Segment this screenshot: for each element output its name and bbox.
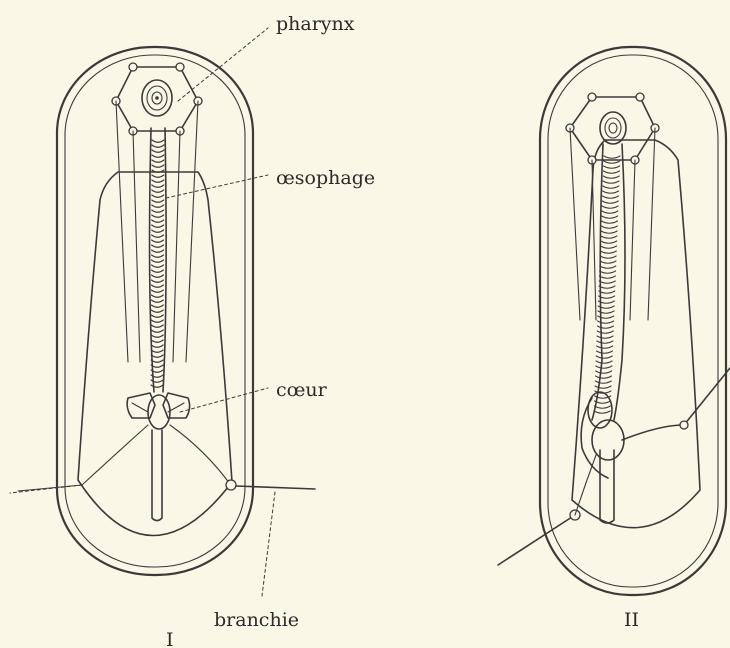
figure-one [10, 28, 315, 596]
figure-two-pharynx-nodes [566, 93, 659, 164]
branchie-label: branchie [214, 609, 299, 631]
figure-two-heart [581, 392, 624, 478]
figure-two-label: II [624, 609, 639, 631]
figure-two-pharynx-hexagon [570, 97, 655, 160]
coeur-label: cœur [276, 379, 328, 401]
pharynx-label: pharynx [276, 13, 355, 35]
figure-one-outer-body [57, 47, 253, 575]
figure-one-heart [127, 393, 190, 429]
oesophage-label: œsophage [276, 167, 375, 189]
figure-two [498, 47, 730, 595]
figure-one-pharynx-spiral [142, 80, 172, 116]
figure-two-oesophagus [592, 144, 625, 523]
figure-one-label: I [166, 629, 174, 648]
figure-one-oesophagus [150, 128, 167, 521]
